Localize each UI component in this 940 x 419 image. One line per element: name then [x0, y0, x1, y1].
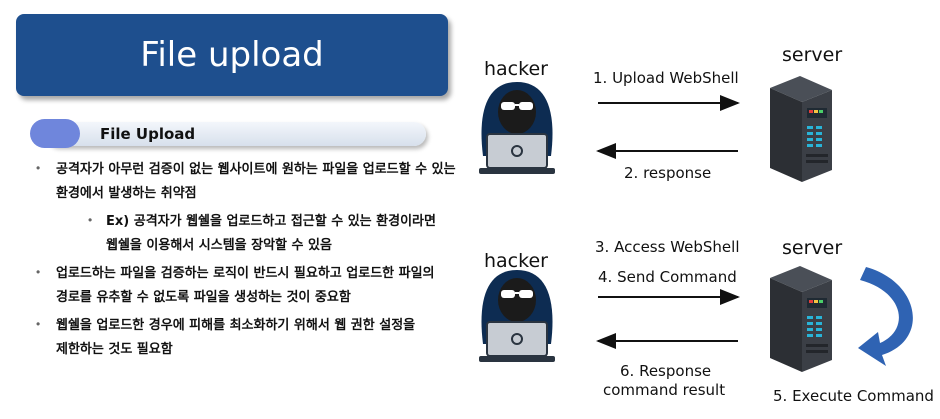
step-4-label: 4. Send Command	[598, 268, 737, 286]
hacker-icon-bottom	[478, 269, 556, 363]
bullet-1-line-1: 공격자가 아무런 검증이 없는 웹사이트에 원하는 파일을 업로드할 수 있는	[56, 162, 456, 177]
bullet-2-line-1: 업로드하는 파일을 검증하는 로직이 반드시 필요하고 업로드한 파일의	[56, 266, 435, 281]
bullet-dot-2: •	[36, 265, 41, 279]
title-banner: File upload	[16, 14, 448, 96]
step-3-label: 3. Access WebShell	[595, 238, 740, 256]
step-1-label: 1. Upload WebShell	[593, 69, 739, 87]
hacker-icon-top	[478, 81, 556, 175]
step-6-label-line-1: 6. Response	[620, 362, 712, 380]
bullet-2-line-2: 경로를 유추할 수 없도록 파일을 생성하는 것이 중요함	[56, 290, 351, 305]
target-label-bottom: server	[782, 237, 843, 259]
bullet-3-line-1: 웹쉘을 업로드한 경우에 피해를 최소화하기 위해서 웹 권한 설정을	[56, 318, 416, 333]
page-title: File upload	[140, 35, 324, 75]
bullet-1-line-2: 환경에서 발생하는 취약점	[56, 186, 197, 201]
bullet-dot-3: •	[36, 317, 41, 331]
sub-bullet-line-2: 웹쉘을 이용해서 시스템을 장악할 수 있음	[106, 238, 332, 253]
bullet-dot-1: •	[36, 161, 41, 175]
actor-label-top: hacker	[484, 58, 548, 80]
target-label-top: server	[782, 44, 843, 66]
section-pill	[30, 119, 80, 148]
step-2-label: 2. response	[624, 164, 712, 182]
bullet-3-line-2: 제한하는 것도 필요함	[56, 342, 173, 357]
server-icon-top	[770, 76, 832, 182]
execute-curved-arrow	[858, 267, 913, 366]
step-6-label-line-2: command result	[603, 381, 726, 399]
step-5-label: 5. Execute Command	[773, 387, 934, 405]
section-bar	[46, 122, 426, 146]
server-icon-bottom	[770, 266, 832, 372]
actor-label-bottom: hacker	[484, 250, 548, 272]
sub-bullet-line-1: Ex) 공격자가 웹쉘을 업로드하고 접근할 수 있는 환경이라면	[106, 214, 436, 229]
section-label: File Upload	[100, 125, 196, 143]
sub-bullet-dot: •	[88, 213, 93, 227]
